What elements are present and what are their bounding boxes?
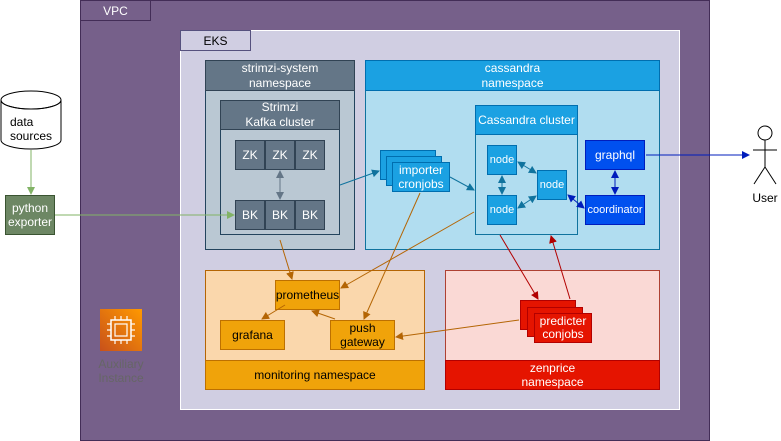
push-label: push (349, 321, 376, 335)
sources-label: sources (9, 129, 53, 143)
vpc-label-text: VPC (103, 3, 128, 18)
prometheus-label: prometheus (275, 288, 340, 302)
cassandra-node: node (537, 170, 567, 200)
conjobs-label: conjobs (542, 327, 584, 341)
edge-pushgateway-prometheus (311, 309, 336, 320)
cassandra-namespace-subtitle: namespace (481, 75, 544, 90)
auxiliary-label: Auxiliary (98, 357, 144, 371)
zookeeper-node: ZK (235, 140, 265, 170)
user-label: User (740, 190, 781, 206)
node-label: node (489, 154, 515, 166)
user-icon (753, 125, 777, 185)
edge-cassandra-prometheus (340, 211, 475, 289)
broker-label: BK (301, 208, 318, 222)
python-label: python (11, 201, 49, 215)
grafana-label: grafana (232, 328, 273, 342)
edge-node3-coordinator (567, 194, 585, 209)
broker-node: BK (265, 200, 295, 230)
exporter-label: exporter (7, 215, 53, 229)
user-label-text: User (752, 191, 778, 205)
zookeeper-node: ZK (265, 140, 295, 170)
node-label: node (539, 179, 565, 191)
edge-node1-node3 (517, 161, 537, 174)
cassandra-node: node (487, 195, 517, 225)
zookeeper-label: ZK (302, 148, 318, 162)
data-label: data (9, 115, 34, 129)
edge-kafka-importer (339, 169, 380, 186)
eks-label-text: EKS (203, 33, 228, 48)
eks-label: EKS (180, 30, 251, 51)
database-icon (0, 90, 62, 150)
predicter-label: predicter (539, 314, 587, 328)
gateway-label: gateway (340, 335, 385, 349)
zookeeper-label: ZK (242, 148, 258, 162)
broker-label: BK (241, 208, 258, 222)
edge-importer-pushgateway (363, 192, 421, 320)
cronjobs-label: cronjobs (398, 177, 444, 191)
kafka-cluster-subtitle: Kafka cluster (245, 115, 315, 129)
edge-kafka-prometheus (279, 239, 294, 280)
strimzi-namespace-subtitle: namespace (248, 75, 312, 90)
grafana-service: grafana (220, 320, 285, 350)
zookeeper-node: ZK (295, 140, 325, 170)
edge-importer-cluster (449, 176, 475, 191)
cassandra-cluster-title: Cassandra cluster (478, 113, 575, 127)
ec2-instance-icon (100, 309, 142, 351)
broker-node: BK (235, 200, 265, 230)
prometheus-service: prometheus (275, 280, 340, 310)
zookeeper-label: ZK (272, 148, 288, 162)
cassandra-cluster-header: Cassandra cluster (475, 105, 578, 135)
edge-prometheus-grafana (261, 304, 286, 320)
edge-cluster-predicter (499, 234, 539, 300)
user-actor (740, 123, 781, 193)
instance-label: Instance (98, 371, 144, 385)
monitoring-namespace-footer: monitoring namespace (205, 360, 425, 390)
edge-predicter-pushgateway (395, 319, 520, 341)
importer-label: importer (398, 163, 443, 177)
monitoring-namespace-title: monitoring namespace (254, 368, 376, 382)
graphql-service: graphql (585, 140, 645, 170)
cassandra-node: node (487, 145, 517, 175)
node-label: node (489, 204, 515, 216)
zenprice-namespace-subtitle: namespace (521, 375, 584, 389)
broker-node: BK (295, 200, 325, 230)
edge-node2-node3 (517, 195, 537, 209)
coordinator-service: coordinator (585, 195, 645, 225)
cassandra-namespace-title: cassandra (484, 60, 541, 75)
kafka-cluster-title: Strimzi (261, 100, 299, 114)
zenprice-namespace-title: zenprice (529, 361, 576, 375)
coordinator-label: coordinator (587, 204, 643, 216)
edge-predicter-cluster (549, 235, 571, 300)
vpc-label: VPC (80, 0, 151, 21)
broker-label: BK (271, 208, 288, 222)
graphql-label: graphql (594, 148, 636, 162)
strimzi-namespace-title: strimzi-system (241, 60, 319, 75)
